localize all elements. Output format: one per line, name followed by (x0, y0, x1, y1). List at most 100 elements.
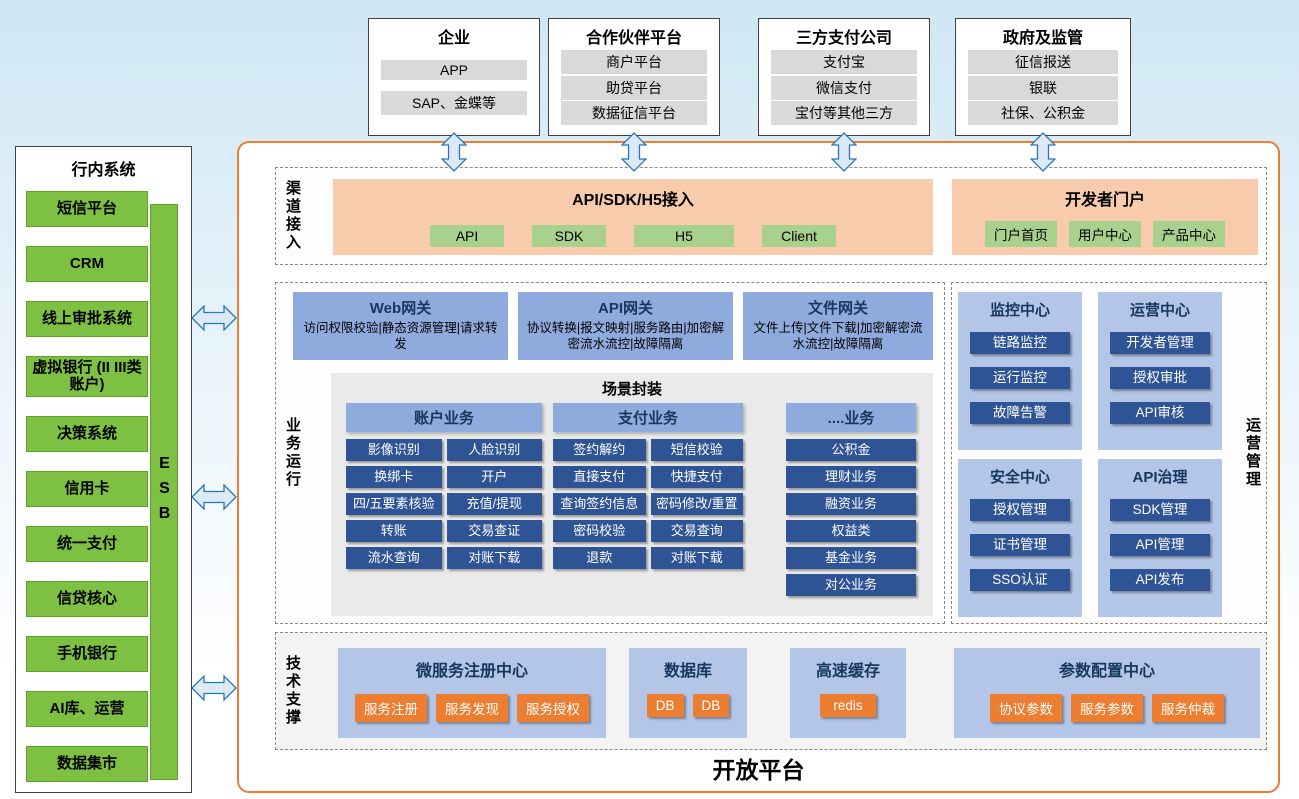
ops-item: SDK管理 (1110, 499, 1210, 521)
parameter-config-block: 参数配置中心 协议参数 服务参数 服务仲裁 (954, 648, 1260, 738)
developer-portal-title: 开发者门户 (1064, 192, 1145, 209)
ops-item: 授权审批 (1110, 367, 1210, 389)
business-item: 基金业务 (786, 547, 916, 569)
external-box-third-party-payment: 三方支付公司 支付宝 微信支付 宝付等其他三方 (758, 18, 930, 136)
external-item: 微信支付 (771, 75, 917, 100)
business-item: 流水查询 (346, 547, 442, 569)
business-item: 充值/提现 (446, 493, 542, 515)
security-center-panel: 安全中心 授权管理 证书管理 SSO认证 (958, 459, 1082, 617)
sdk-button: SDK (532, 225, 606, 247)
vertical-double-arrow-icon (831, 132, 857, 172)
tech-block-title: 高速缓存 (815, 663, 880, 680)
panel-items: 开发者管理 授权审批 API审核 (1098, 332, 1222, 424)
developer-portal-buttons: 门户首页 用户中心 产品中心 (952, 221, 1258, 247)
client-button: Client (762, 225, 836, 247)
database-block: 数据库 DB DB (629, 648, 747, 738)
ops-item: SSO认证 (970, 569, 1070, 591)
sidebar-item: 虚拟银行 (II III类账户) (26, 356, 148, 397)
tech-block-buttons: 服务注册 服务发现 服务授权 (338, 694, 606, 722)
business-item: 公积金 (786, 439, 916, 461)
external-box-title: 三方支付公司 (795, 30, 892, 47)
business-column-header: 账户业务 (346, 403, 542, 432)
external-item: 助贷平台 (561, 75, 707, 100)
db-button: DB (692, 694, 730, 717)
sidebar-item: 手机银行 (26, 635, 148, 672)
external-item: 商户平台 (561, 49, 707, 74)
channel-access-section-label: 渠道接入 (282, 168, 303, 264)
panel-items: 链路监控 运行监控 故障告警 (958, 332, 1082, 424)
business-item: 直接支付 (553, 466, 646, 488)
api-access-title: API/SDK/H5接入 (572, 192, 694, 209)
ops-item: 证书管理 (970, 534, 1070, 556)
sidebar-item: 信贷核心 (26, 580, 148, 617)
panel-items: SDK管理 API管理 API发布 (1098, 499, 1222, 591)
tech-block-buttons: 协议参数 服务参数 服务仲裁 (954, 694, 1260, 722)
sidebar-item: 决策系统 (26, 415, 148, 452)
redis-button: redis (820, 694, 876, 717)
external-box-title: 合作伙伴平台 (585, 30, 682, 47)
gateway-desc: 文件上传|文件下载|加密解密流水流控|故障隔离 (753, 321, 923, 352)
user-center-button: 用户中心 (1069, 221, 1141, 247)
open-platform-panel: 渠道接入 API/SDK/H5接入 API SDK H5 Client 开发者门… (237, 141, 1280, 793)
business-item: 交易查证 (446, 520, 542, 542)
ops-management-section: 运营管理 监控中心 链路监控 运行监控 故障告警 运营中心 开发者管理 授权审批… (951, 282, 1267, 624)
tech-support-section-label: 技术支撑 (282, 633, 303, 749)
other-business-column: ....业务 公积金 理财业务 融资业务 权益类 基金业务 对公业务 (786, 403, 916, 596)
internal-systems-title: 行内系统 (71, 162, 136, 179)
sidebar-item: AI库、运营 (26, 690, 148, 727)
panel-items: 授权管理 证书管理 SSO认证 (958, 499, 1082, 591)
panel-title: 运营中心 (1129, 302, 1190, 319)
business-column-items: 签约解约 短信校验 直接支付 快捷支付 查询签约信息 密码修改/重置 密码校验 … (553, 439, 743, 569)
external-item: 支付宝 (771, 49, 917, 74)
api-governance-panel: API治理 SDK管理 API管理 API发布 (1098, 459, 1222, 617)
ops-management-label-text: 运营管理 (1244, 417, 1261, 489)
external-items: 商户平台 助贷平台 数据征信平台 (561, 48, 707, 127)
business-item: 四/五要素核验 (346, 493, 442, 515)
external-item: 征信报送 (968, 49, 1118, 74)
ops-item: 授权管理 (970, 499, 1070, 521)
business-runtime-label-text: 业务运行 (284, 417, 301, 489)
tech-support-label-text: 技术支撑 (284, 655, 301, 727)
payment-business-column: 支付业务 签约解约 短信校验 直接支付 快捷支付 查询签约信息 密码修改/重置 … (553, 403, 743, 569)
business-runtime-section: 业务运行 Web网关 访问权限校验|静态资源管理|请求转发 API网关 协议转换… (275, 282, 945, 624)
api-button: API (430, 225, 504, 247)
horizontal-double-arrow-icon (191, 305, 237, 331)
ops-item: 故障告警 (970, 402, 1070, 424)
sidebar-item: 数据集市 (26, 745, 148, 782)
gateway-desc: 协议转换|报文映射|服务路由|加密解密流水流控|故障隔离 (526, 321, 725, 352)
external-item: APP (381, 59, 527, 80)
horizontal-double-arrow-icon (191, 484, 237, 510)
gateway-title: API网关 (597, 300, 653, 317)
service-params-button: 服务参数 (1071, 694, 1143, 722)
internal-systems-list: 短信平台 CRM 线上审批系统 虚拟银行 (II III类账户) 决策系统 信用… (26, 191, 148, 782)
tech-block-title: 数据库 (663, 663, 712, 680)
esb-bus: ESB (150, 204, 178, 780)
business-item: 短信校验 (650, 439, 743, 461)
microservice-registry-block: 微服务注册中心 服务注册 服务发现 服务授权 (338, 648, 606, 738)
sidebar-item: 统一支付 (26, 525, 148, 562)
service-discovery-button: 服务发现 (436, 694, 508, 722)
product-center-button: 产品中心 (1153, 221, 1225, 247)
internal-systems-panel: 行内系统 短信平台 CRM 线上审批系统 虚拟银行 (II III类账户) 决策… (15, 146, 192, 793)
external-box-title: 企业 (437, 30, 470, 47)
file-gateway-block: 文件网关 文件上传|文件下载|加密解密流水流控|故障隔离 (743, 292, 933, 360)
ops-item: 开发者管理 (1110, 332, 1210, 354)
business-item: 密码校验 (553, 520, 646, 542)
business-item: 影像识别 (346, 439, 442, 461)
channel-access-label-text: 渠道接入 (284, 180, 301, 252)
horizontal-double-arrow-icon (191, 675, 237, 701)
external-box-title: 政府及监管 (1002, 30, 1083, 47)
business-item: 融资业务 (786, 493, 916, 515)
external-item: 社保、公积金 (968, 101, 1118, 126)
external-box-partner-platform: 合作伙伴平台 商户平台 助贷平台 数据征信平台 (548, 18, 720, 136)
external-items: 支付宝 微信支付 宝付等其他三方 (771, 48, 917, 127)
tech-block-title: 参数配置中心 (1058, 663, 1155, 680)
business-column-header: ....业务 (786, 403, 916, 432)
business-item: 权益类 (786, 520, 916, 542)
esb-label: ESB (156, 454, 173, 530)
sidebar-item: CRM (26, 246, 148, 283)
web-gateway-block: Web网关 访问权限校验|静态资源管理|请求转发 (293, 292, 508, 360)
ops-item: API审核 (1110, 402, 1210, 424)
tech-block-title: 微服务注册中心 (415, 663, 528, 680)
